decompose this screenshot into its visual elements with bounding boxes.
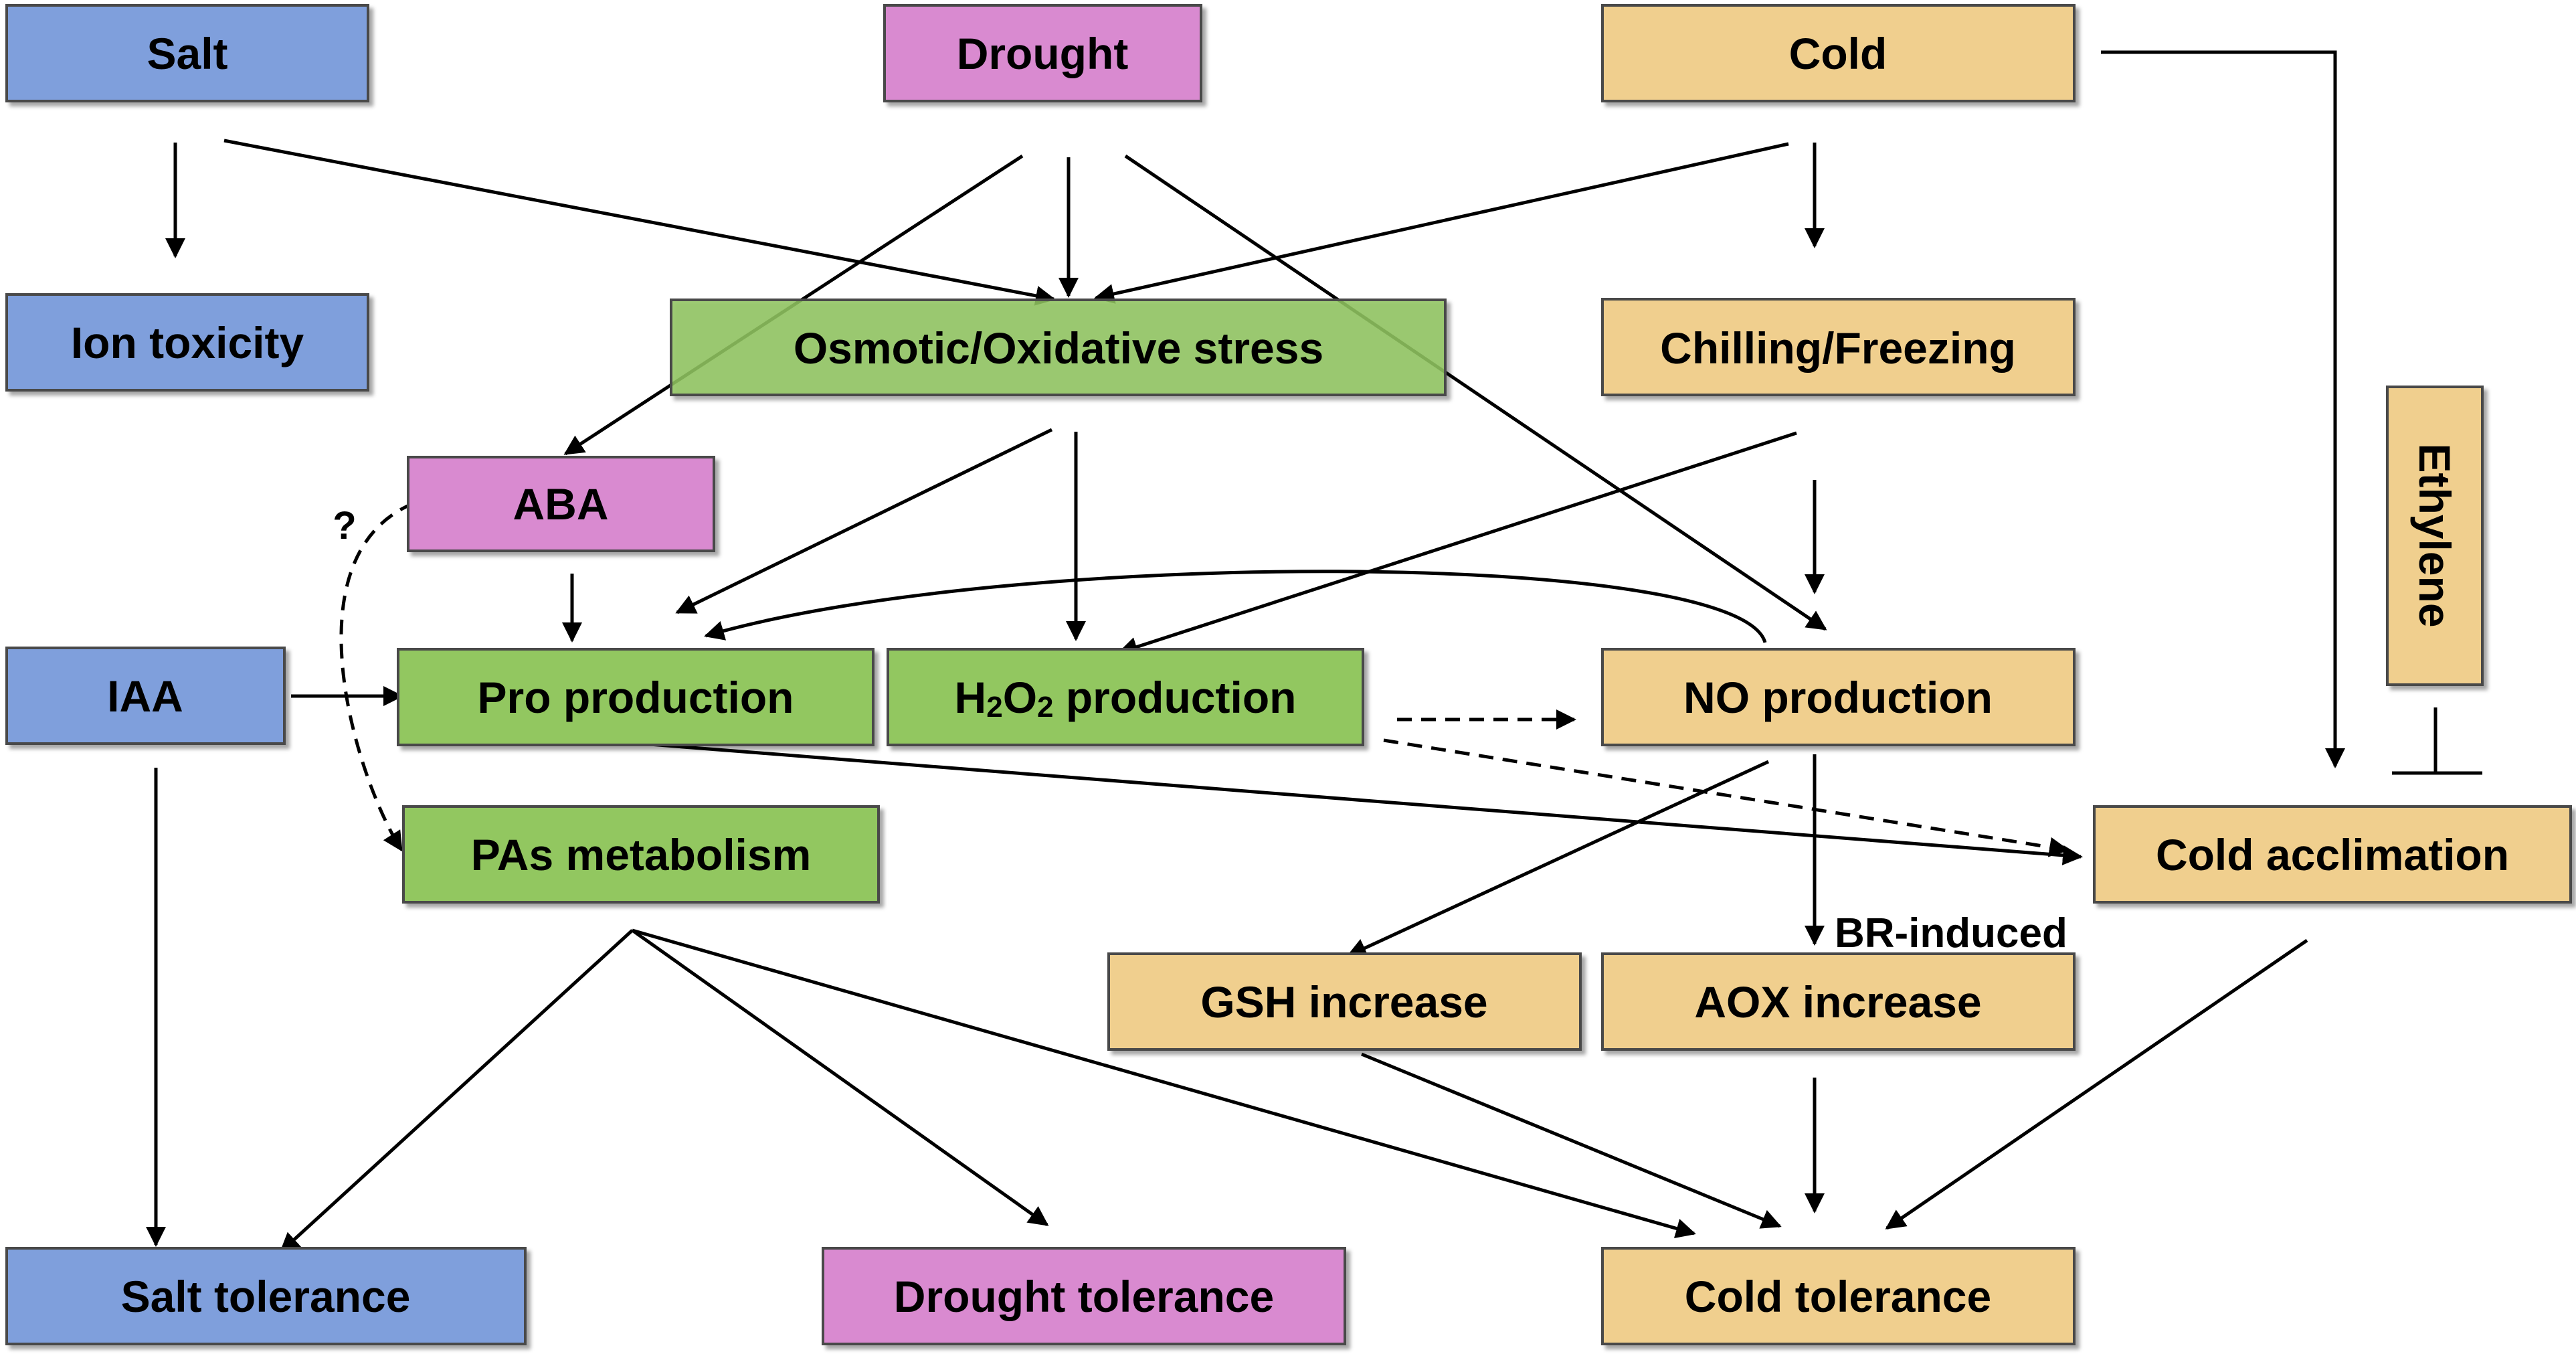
node-pas-metabolism-box (402, 805, 880, 904)
question-mark-annotation: ? (333, 504, 356, 547)
edge-cold-acclimation-to-cold-tolerance (1885, 938, 2308, 1230)
node-h2o2-production-label: H2O2 production (955, 673, 1297, 724)
node-iaa-box (5, 647, 286, 745)
node-drought: Drought (883, 4, 1202, 102)
node-salt-tolerance-box (5, 1247, 527, 1345)
annotations: ? BR-induced (333, 504, 2067, 956)
node-h2o2-production: H2O2 production (887, 648, 1364, 746)
node-salt-box (5, 4, 369, 102)
edge-pas-to-cold-tolerance (632, 928, 1696, 1239)
edge-osmotic-to-pro-production (675, 428, 1053, 614)
node-pas-metabolism-label: PAs metabolism (471, 830, 812, 879)
edge-cold-to-osmotic-stress (1094, 142, 1789, 304)
node-drought-box (883, 4, 1202, 102)
h2o2-suffix: production (1054, 673, 1297, 722)
nodes: Salt Drought Cold Ion toxicity Osmotic/O… (5, 4, 2572, 1345)
h2o2-mid: O (1003, 673, 1037, 722)
edge-gsh-to-cold-tolerance (1361, 1052, 1782, 1229)
node-cold-tolerance-box (1601, 1247, 2076, 1345)
node-aba-box (407, 456, 715, 552)
node-salt-label: Salt (147, 29, 227, 78)
node-osmotic-oxidative-stress: Osmotic/Oxidative stress (670, 299, 1447, 396)
node-aba: ABA (407, 456, 715, 552)
h2o2-prefix: H (955, 673, 987, 722)
node-no-production: NO production (1601, 648, 2076, 746)
node-pro-production: Pro production (397, 648, 875, 746)
node-no-production-box (1601, 648, 2076, 746)
node-cold-acclimation-label: Cold acclimation (2156, 830, 2509, 879)
node-salt-tolerance-label: Salt tolerance (121, 1272, 411, 1321)
edge-h2o2-to-cold-acclimation (1383, 738, 2069, 857)
node-aba-label: ABA (513, 479, 609, 529)
node-gsh-increase: GSH increase (1107, 952, 1582, 1051)
node-cold-acclimation: Cold acclimation (2093, 805, 2572, 904)
node-iaa-label: IAA (107, 671, 183, 721)
node-ethylene-box (2386, 386, 2484, 686)
edge-drought-to-no-production (1124, 154, 1827, 631)
br-induced-annotation: BR-induced (1835, 910, 2067, 956)
h2o2-subscript-2: 2 (1037, 691, 1053, 724)
node-ethylene-label: Ethylene (2410, 443, 2460, 627)
node-aox-increase-box (1601, 952, 2076, 1051)
node-drought-tolerance-label: Drought tolerance (894, 1272, 1274, 1321)
node-pro-production-label: Pro production (478, 673, 794, 722)
node-iaa: IAA (5, 647, 286, 745)
node-ion-toxicity: Ion toxicity (5, 293, 369, 392)
edge-no-production-to-pro-production (704, 570, 1767, 643)
edge-salt-to-osmotic-stress (223, 139, 1056, 306)
edge-cold-to-cold-acclimation (2101, 50, 2345, 768)
edge-aba-to-pas-metabolism (339, 501, 414, 852)
node-drought-tolerance: Drought tolerance (822, 1247, 1346, 1345)
edge-pas-to-drought-tolerance (631, 928, 1049, 1227)
node-cold-box (1601, 4, 2076, 102)
node-h2o2-production-box (887, 648, 1364, 746)
node-cold-tolerance-label: Cold tolerance (1685, 1272, 1991, 1321)
node-gsh-increase-box (1107, 952, 1582, 1051)
node-pas-metabolism: PAs metabolism (402, 805, 880, 904)
node-aox-increase: AOX increase (1601, 952, 2076, 1051)
node-cold-tolerance: Cold tolerance (1601, 1247, 2076, 1345)
node-aox-increase-label: AOX increase (1694, 977, 1981, 1027)
node-cold-acclimation-box (2093, 805, 2572, 904)
node-no-production-label: NO production (1683, 673, 1993, 722)
edges (146, 50, 2482, 1254)
node-osmotic-oxidative-stress-label: Osmotic/Oxidative stress (794, 323, 1323, 373)
edge-pas-to-salt-tolerance (279, 929, 634, 1254)
node-salt: Salt (5, 4, 369, 102)
node-chilling-freezing-label: Chilling/Freezing (1660, 323, 2016, 373)
node-ethylene: Ethylene (2386, 386, 2484, 686)
node-cold: Cold (1601, 4, 2076, 102)
node-drought-label: Drought (957, 29, 1129, 78)
node-chilling-freezing: Chilling/Freezing (1601, 298, 2076, 396)
edge-pro-production-to-cold-acclimation (632, 741, 2083, 865)
node-salt-tolerance: Salt tolerance (5, 1247, 527, 1345)
edge-chilling-to-h2o2-production (1117, 431, 1797, 657)
node-drought-tolerance-box (822, 1247, 1346, 1345)
node-ion-toxicity-label: Ion toxicity (71, 318, 304, 367)
node-gsh-increase-label: GSH increase (1200, 977, 1487, 1027)
node-cold-label: Cold (1789, 29, 1888, 78)
node-chilling-freezing-box (1601, 298, 2076, 396)
node-ion-toxicity-box (5, 293, 369, 392)
edge-no-production-to-gsh-increase (1346, 760, 1770, 958)
node-pro-production-box (397, 648, 875, 746)
h2o2-subscript-1: 2 (986, 691, 1002, 724)
node-osmotic-oxidative-stress-box (670, 299, 1447, 396)
